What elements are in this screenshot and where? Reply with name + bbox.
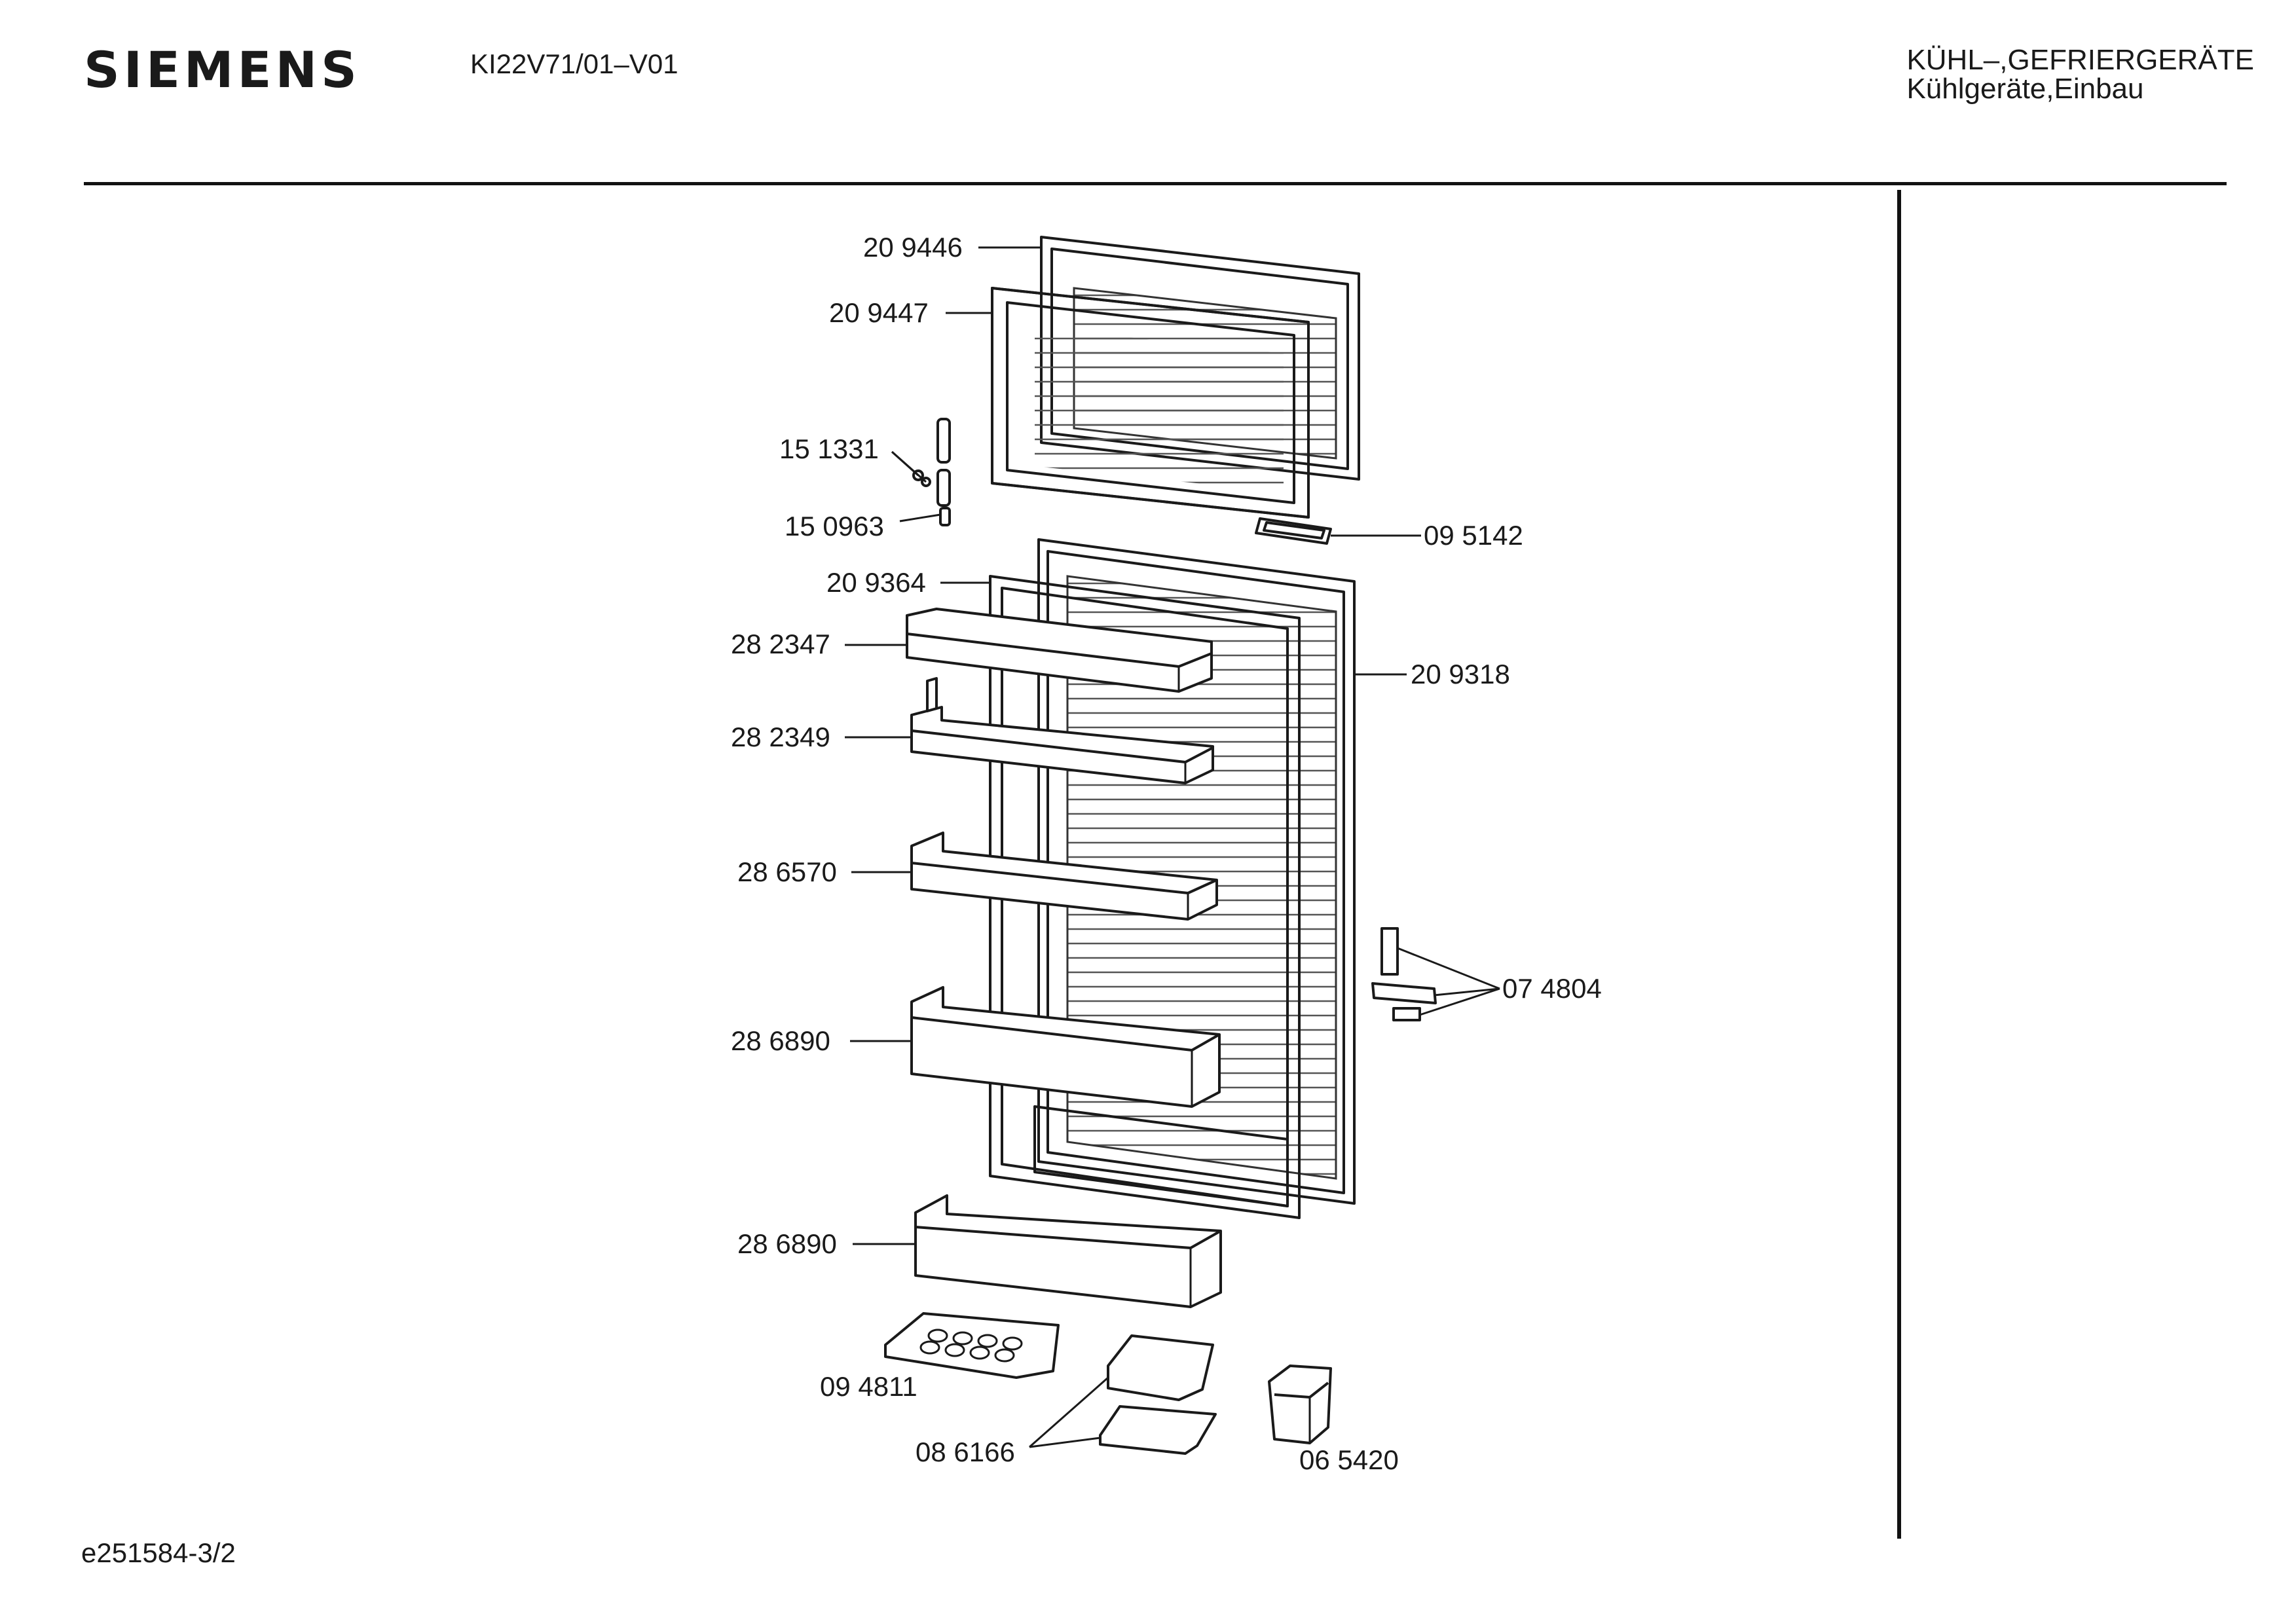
part-label: 08 6166 xyxy=(916,1437,1015,1467)
category-line-2: Kühlgeräte,Einbau xyxy=(1906,73,2144,105)
part-label: 09 4811 xyxy=(820,1371,917,1402)
door-bin-bottom xyxy=(914,1194,1222,1308)
hinge-bracket xyxy=(1371,927,1437,1021)
brand-logo: SIEMENS xyxy=(84,41,361,99)
part-label: 15 0963 xyxy=(785,511,884,541)
part-label: 28 2349 xyxy=(731,722,830,752)
freezer-door-gasket xyxy=(991,287,1310,519)
part-label: 07 4804 xyxy=(1502,973,1602,1004)
model-number: KI22V71/01–V01 xyxy=(470,48,678,79)
part-label: 28 6890 xyxy=(731,1025,830,1056)
butter-compartment xyxy=(1099,1334,1217,1455)
fridge-door-gasket xyxy=(989,575,1301,1219)
leader-lines xyxy=(845,246,1500,1448)
header-divider xyxy=(84,182,2227,185)
handle-strip xyxy=(1255,517,1332,545)
part-label: 06 5420 xyxy=(1299,1444,1399,1475)
part-label: 20 9446 xyxy=(863,232,963,263)
part-label: 09 5142 xyxy=(1424,520,1523,551)
egg-tray xyxy=(884,1312,1060,1379)
small-container xyxy=(1268,1365,1332,1444)
part-label: 20 9447 xyxy=(829,297,929,328)
part-label: 28 6890 xyxy=(737,1228,837,1259)
category-line-1: KÜHL–,GEFRIERGERÄTE xyxy=(1906,44,2254,76)
part-label: 15 1331 xyxy=(779,433,879,464)
right-margin-divider xyxy=(1897,190,1901,1539)
hinge-pins xyxy=(912,418,951,526)
part-label: 20 9318 xyxy=(1411,659,1510,689)
part-label: 28 2347 xyxy=(731,629,830,659)
part-label: 28 6570 xyxy=(737,856,837,887)
door-bin-middle xyxy=(910,986,1221,1108)
door-shelf-3 xyxy=(910,832,1218,921)
category: KÜHL–,GEFRIERGERÄTE Kühlgeräte,Einbau xyxy=(1906,46,2254,103)
document-id: e251584-3/2 xyxy=(81,1537,236,1568)
door-shelf-2 xyxy=(910,677,1214,784)
part-label: 20 9364 xyxy=(826,567,926,598)
door-shelf-top xyxy=(906,608,1213,693)
